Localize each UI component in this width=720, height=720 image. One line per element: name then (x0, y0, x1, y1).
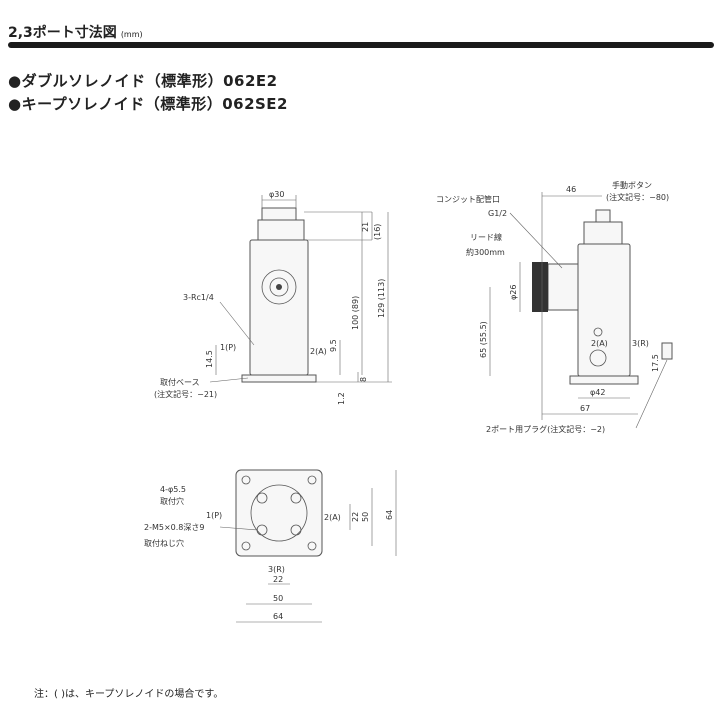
bottom-thread-2 (290, 524, 302, 536)
side-body (577, 243, 631, 377)
side-base (569, 375, 639, 385)
label-base: 取付ベース (160, 377, 200, 387)
label-base-no: (注文記号：−21) (154, 389, 217, 399)
label-manual: 手動ボタン (612, 180, 652, 190)
label-conduit: コンジット配管口 (436, 194, 500, 204)
dim-bottom-d50v: 50 (361, 512, 370, 522)
side-view: 46 手動ボタン (注文記号：−80) コンジット配管口 G1/2 リード線 約… (436, 180, 673, 434)
side-lead-gland (532, 262, 548, 312)
dim-d21: 21 (361, 222, 370, 232)
front-port-center (276, 284, 282, 290)
dim-d145: 14.5 (205, 350, 214, 368)
label-manual-no: (注文記号：−80) (606, 192, 669, 202)
side-conduit (547, 263, 579, 311)
dim-bottom-d22h: 22 (273, 575, 283, 584)
front-body (249, 239, 309, 376)
dim-bottom-d50h: 50 (273, 594, 283, 603)
bottom-port-a (290, 492, 302, 504)
dim-d16: (16) (373, 224, 382, 240)
side-top-cap (583, 221, 623, 245)
label-side-a: 2(A) (591, 339, 608, 348)
dim-bottom-d22v: 22 (351, 512, 360, 522)
side-plug (661, 342, 673, 360)
label-side-r: 3(R) (632, 339, 649, 348)
label-m5: 2-M5×0.8深さ9 (144, 523, 204, 532)
title-rule (8, 42, 714, 48)
front-port-outer (261, 269, 297, 305)
label-plug: 2ポート用プラグ(注文記号：−2) (486, 424, 605, 434)
dim-d95: 9.5 (329, 339, 338, 352)
dim-side-d65: 65 (55.5) (479, 321, 488, 358)
dim-d8: 8 (359, 377, 368, 382)
label-holes: 4-φ5.5 (160, 485, 186, 494)
label-lead: リード線 (470, 232, 502, 242)
label-front-a: 2(A) (310, 347, 327, 356)
dim-side-d42: φ42 (590, 388, 605, 397)
side-button-cap (595, 209, 611, 223)
label-bottom-r: 3(R) (268, 565, 285, 574)
bottom-hole-bl (241, 541, 251, 551)
dim-side-d175: 17.5 (651, 354, 660, 372)
front-top-cap (257, 219, 305, 241)
bottom-hole-br (307, 541, 317, 551)
model-double: ●ダブルソレノイド（標準形）062E2 (8, 72, 278, 90)
label-bottom-p: 1(P) (206, 511, 222, 520)
front-base (241, 374, 317, 383)
label-rc: 3-Rc1/4 (183, 293, 214, 302)
side-port (589, 349, 607, 367)
model-keep: ●キープソレノイド（標準形）062SE2 (8, 95, 288, 113)
footnote: 注：( )は、キープソレノイドの場合です。 (34, 689, 224, 700)
label-front-p: 1(P) (220, 343, 236, 352)
dim-d12: 1.2 (337, 392, 346, 405)
label-g12: G1/2 (488, 209, 507, 218)
unit-label: (mm) (120, 30, 143, 39)
side-screw (593, 327, 603, 337)
dim-d100: 100 (89) (351, 296, 360, 330)
bottom-view: 4-φ5.5 取付穴 1(P) 2-M5×0.8深さ9 取付ねじ穴 2(A) 2… (144, 469, 397, 623)
front-view: φ30 21 (16) 100 (89) 129 (113) 8 9.5 14.… (154, 190, 392, 405)
front-button-cap (261, 207, 297, 221)
bottom-port-p (256, 492, 268, 504)
dim-side-d67: 67 (580, 404, 590, 413)
dim-side-d26: φ26 (509, 285, 518, 300)
bottom-hole-tr (307, 475, 317, 485)
dim-bottom-d64h: 64 (273, 612, 283, 621)
label-holes-lbl: 取付穴 (160, 496, 184, 506)
label-lead-len: 約300mm (466, 247, 505, 257)
bottom-base-plate (235, 469, 323, 557)
dim-d30: φ30 (269, 190, 284, 199)
dim-d129: 129 (113) (377, 279, 386, 318)
dim-side-d46: 46 (566, 185, 576, 194)
section-title-text: 2,3ポート寸法図 (8, 25, 117, 41)
dim-bottom-d64v: 64 (385, 510, 394, 520)
label-bottom-a: 2(A) (324, 513, 341, 522)
front-port-inner (269, 277, 289, 297)
bottom-hole-tl (241, 475, 251, 485)
bottom-body-circle (250, 484, 308, 542)
section-title: 2,3ポート寸法図(mm) (8, 22, 143, 42)
label-m5-lbl: 取付ねじ穴 (144, 538, 184, 548)
